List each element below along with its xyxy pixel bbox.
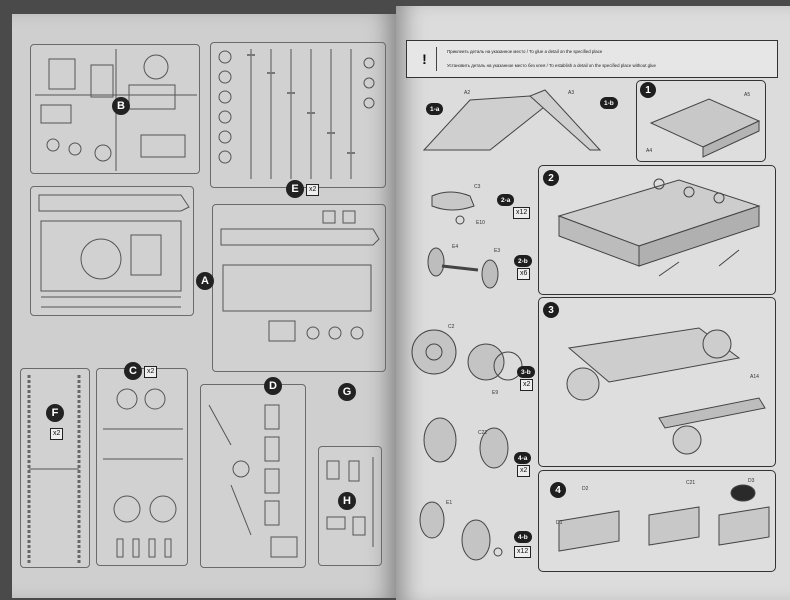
sprue-d-parts — [208, 404, 298, 558]
step-2-box — [538, 165, 776, 295]
sprue-h-parts — [326, 457, 374, 547]
sprue-a-hull — [30, 186, 194, 316]
step-4-drawing — [558, 484, 770, 552]
sprue-c-label: C — [124, 362, 142, 380]
step-3-drawing — [566, 327, 766, 455]
part-label: E10 — [476, 220, 485, 226]
part-label: A5 — [744, 92, 751, 98]
step-1-box — [636, 80, 766, 162]
no-glue-legend-text: Установить деталь на указанное место без… — [447, 63, 656, 68]
sprue-a-hull-parts — [38, 194, 190, 308]
sprue-f-label: F — [46, 404, 64, 422]
sprue-d-label: D — [264, 377, 282, 395]
sprue-c-parts — [103, 388, 183, 558]
glue-legend: ! Приклеить деталь на указанное место / … — [406, 40, 778, 78]
sprue-c-multiplier: x2 — [144, 366, 158, 378]
part-label: E4 — [452, 244, 459, 250]
part-label: A14 — [750, 374, 759, 380]
substep-4a-multiplier: x2 — [517, 465, 531, 477]
substep-1a: 1-a — [426, 103, 444, 115]
sprue-a-label: A — [196, 272, 214, 290]
sprue-e-multiplier: x2 — [306, 184, 320, 196]
step-2-drawing — [557, 178, 761, 277]
sprue-e — [210, 42, 386, 188]
part-label: E3 — [494, 248, 501, 254]
sprue-f-multiplier: x2 — [50, 428, 64, 440]
sprue-h-label: H — [338, 492, 356, 510]
sprue-g-label: G — [338, 383, 356, 401]
substep-2b-multiplier: x6 — [517, 268, 531, 280]
step-1-number: 1 — [640, 82, 656, 98]
sprue-f-track-links — [27, 375, 81, 563]
part-label: D1 — [556, 520, 563, 526]
step-4-box — [538, 470, 776, 572]
sprue-a-upper — [212, 204, 386, 372]
step-3-box — [538, 297, 776, 467]
step-1-drawing — [649, 98, 761, 158]
sprue-a-upper-parts — [220, 210, 380, 342]
part-label: A4 — [646, 148, 653, 154]
parts-sprue-page — [12, 14, 396, 598]
part-label: A3 — [568, 90, 575, 96]
part-label: C2 — [448, 324, 455, 330]
substep-2a: 2-a — [497, 194, 515, 206]
substep-3b: 3-b — [517, 366, 535, 378]
step-4-number: 4 — [550, 482, 566, 498]
substep-4b: 4-b — [514, 531, 532, 543]
sprue-d — [200, 384, 306, 568]
part-label: E1 — [446, 500, 453, 506]
step-2-number: 2 — [543, 170, 559, 186]
substep-4b-multiplier: x12 — [514, 546, 532, 558]
part-label: C3 — [474, 184, 481, 190]
part-label: A2 — [464, 90, 471, 96]
part-label: C22 — [478, 430, 488, 436]
substep-2a-multiplier: x12 — [513, 207, 531, 219]
substep-1b: 1-b — [600, 97, 618, 109]
sprue-e-parts — [218, 49, 375, 179]
part-label: C21 — [686, 480, 696, 486]
glue-legend-text: Приклеить деталь на указанное место / To… — [447, 49, 603, 54]
substep-3b-multiplier: x2 — [520, 379, 534, 391]
part-label: D3 — [748, 478, 755, 484]
warning-icon: ! — [413, 47, 437, 71]
sprue-c — [96, 368, 188, 566]
sprue-b-parts — [35, 49, 197, 171]
step-3-number: 3 — [543, 302, 559, 318]
sprue-f-tracks — [20, 368, 90, 568]
sprue-e-label: E — [286, 180, 304, 198]
substep-4a: 4-a — [514, 452, 532, 464]
sprue-b-label: B — [112, 97, 130, 115]
part-label: D2 — [582, 486, 589, 492]
substep-2b: 2-b — [514, 255, 532, 267]
part-label: E9 — [492, 390, 499, 396]
